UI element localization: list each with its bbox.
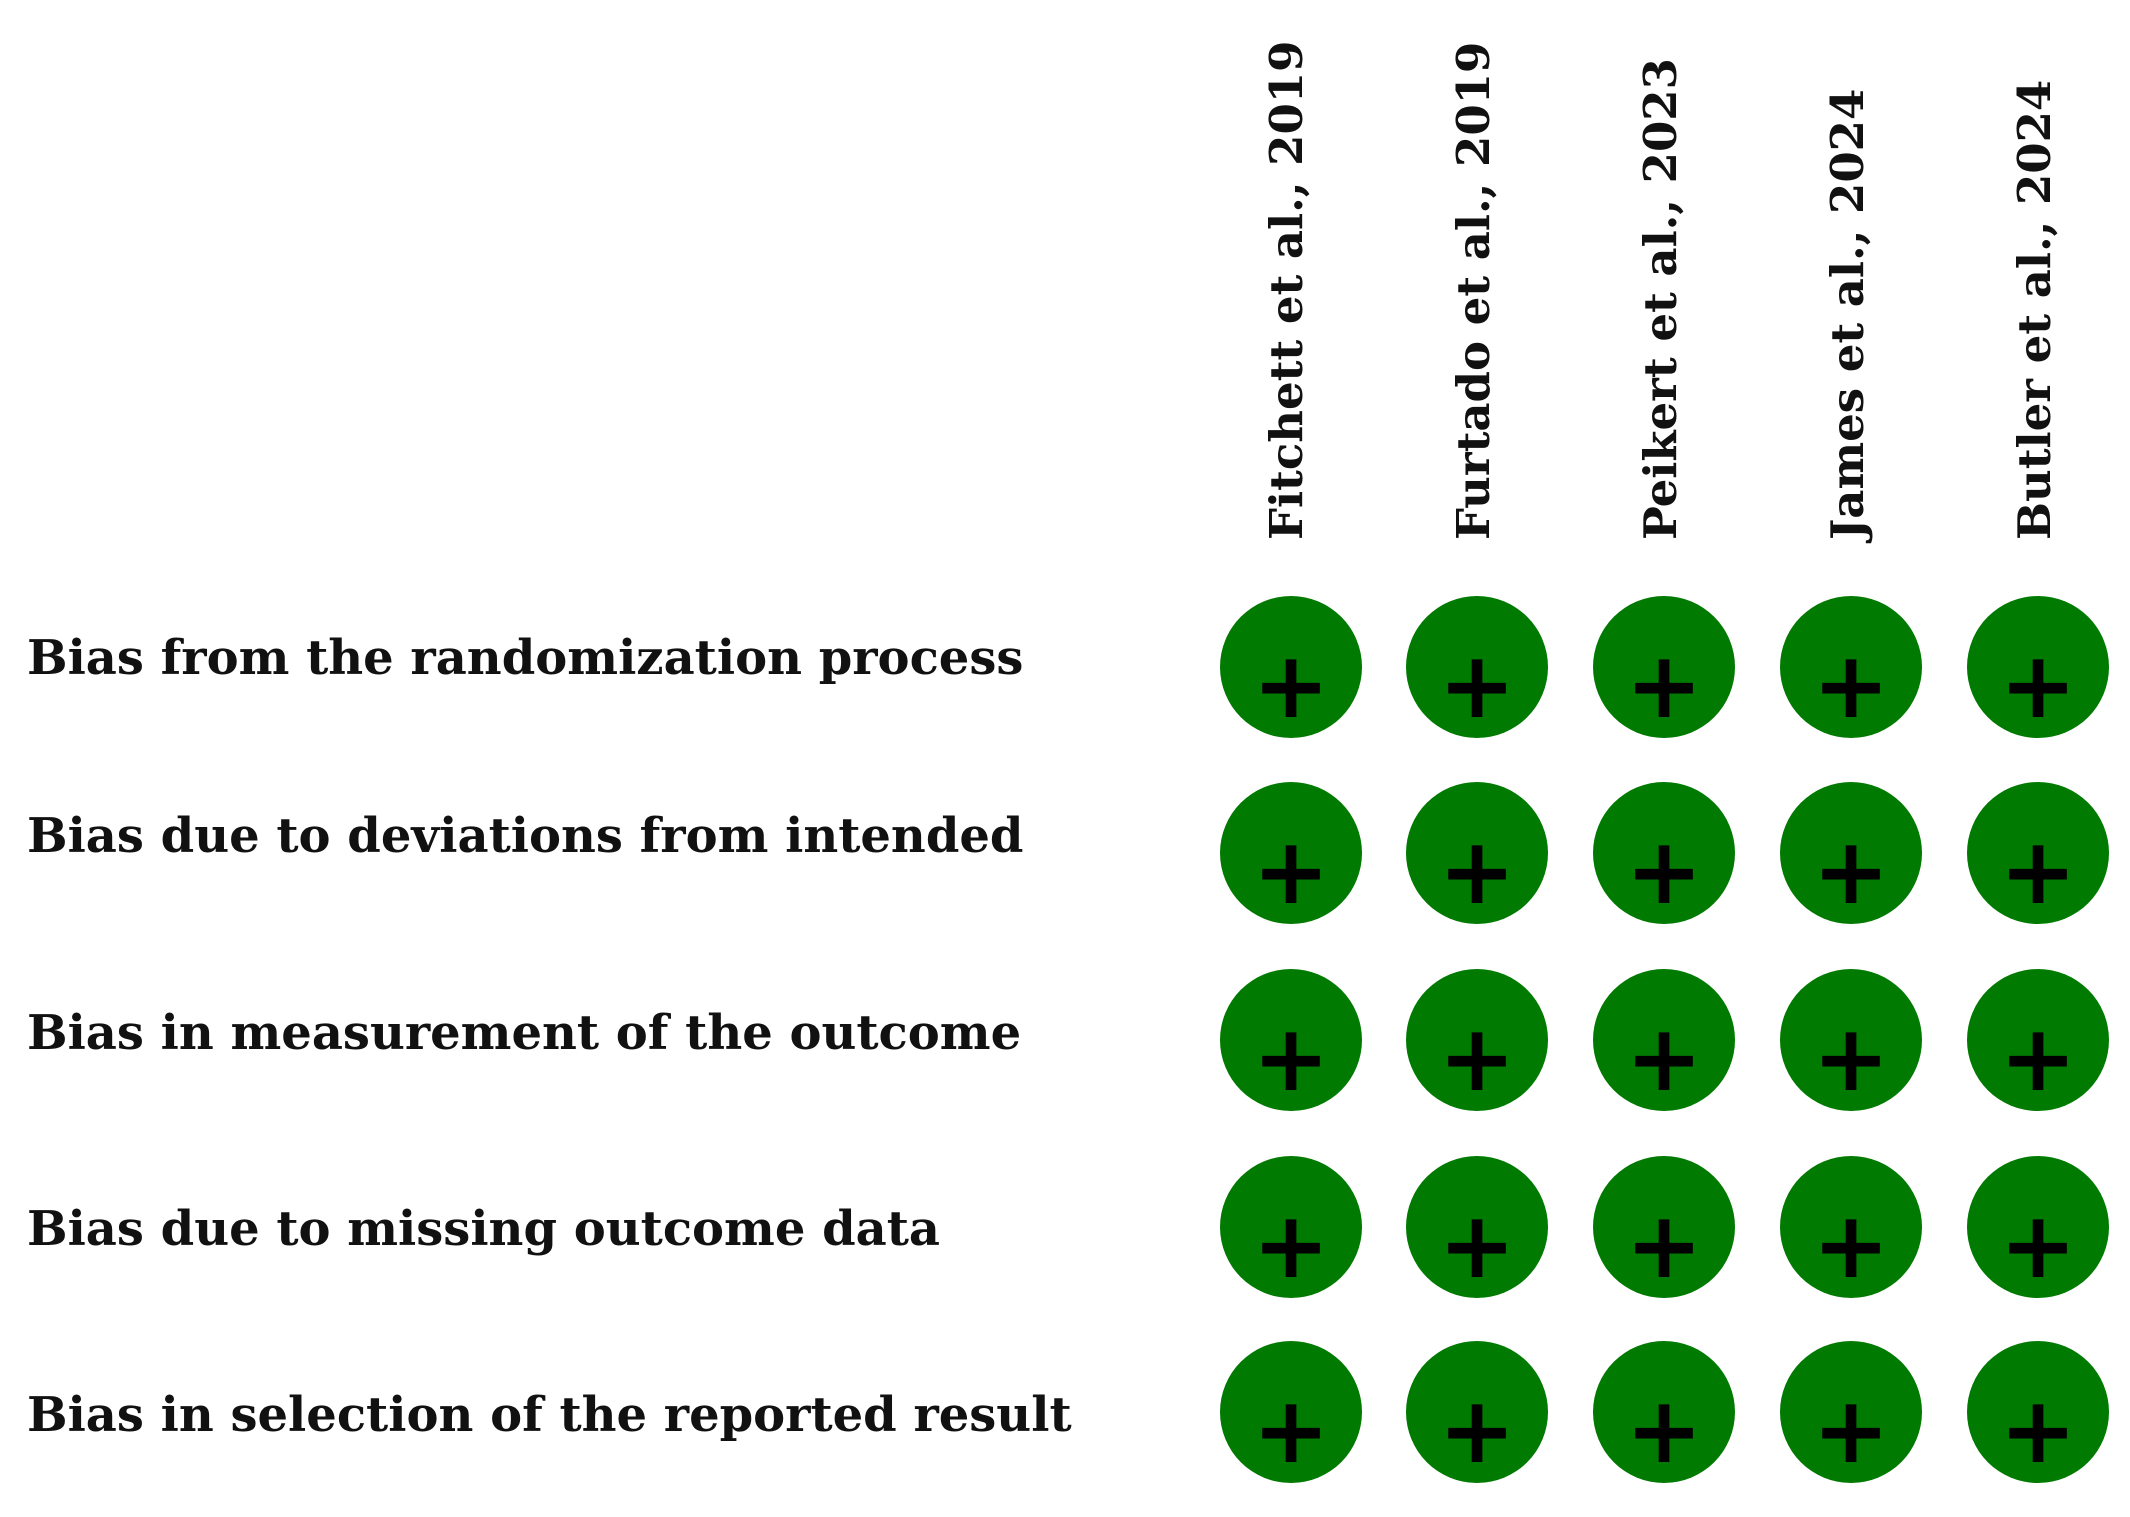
judgement-low-risk: + (1593, 1156, 1735, 1299)
judgement-symbol: + (1438, 818, 1515, 925)
judgement-symbol: + (1812, 818, 1889, 925)
judgement-circle (1780, 969, 1922, 1111)
judgement-circle (1220, 969, 1362, 1111)
domain-label-measurement: Bias in measurement of the outcome (27, 1005, 1022, 1061)
judgement-symbol: + (1625, 1192, 1702, 1299)
judgement-symbol: + (1252, 818, 1329, 925)
judgement-low-risk: + (1220, 782, 1362, 925)
judgement-symbol: + (1812, 1005, 1889, 1112)
judgement-low-risk: + (1406, 1156, 1548, 1299)
judgement-circle (1967, 1156, 2109, 1298)
judgement-low-risk: + (1967, 782, 2109, 925)
judgement-low-risk: + (1406, 782, 1548, 925)
judgement-circle (1780, 1156, 1922, 1298)
judgement-symbol: + (1999, 632, 2076, 739)
judgement-low-risk: + (1780, 1341, 1922, 1484)
judgement-symbol: + (1625, 1377, 1702, 1484)
judgement-low-risk: + (1593, 782, 1735, 925)
judgement-symbol: + (1438, 1192, 1515, 1299)
judgement-symbol: + (1252, 632, 1329, 739)
judgement-symbol: + (1812, 1192, 1889, 1299)
judgement-low-risk: + (1780, 969, 1922, 1112)
judgement-circle (1220, 782, 1362, 924)
judgement-symbol: + (1999, 1005, 2076, 1112)
judgement-circle (1406, 596, 1548, 738)
judgement-symbol: + (1625, 632, 1702, 739)
judgement-circle (1593, 782, 1735, 924)
judgement-circle (1967, 1341, 2109, 1483)
judgement-low-risk: + (1220, 1156, 1362, 1299)
domain-label-randomization: Bias from the randomization process (27, 630, 1024, 686)
judgement-circle (1220, 596, 1362, 738)
judgement-circle (1406, 1156, 1548, 1298)
judgement-circle (1593, 596, 1735, 738)
judgement-low-risk: + (1967, 969, 2109, 1112)
judgement-low-risk: + (1220, 596, 1362, 739)
judgement-symbol: + (1438, 1005, 1515, 1112)
judgement-symbol: + (1999, 1377, 2076, 1484)
judgement-circle (1406, 782, 1548, 924)
judgement-circle (1406, 1341, 1548, 1483)
judgement-circle (1967, 782, 2109, 924)
judgement-low-risk: + (1780, 1156, 1922, 1299)
judgement-symbol: + (1999, 818, 2076, 925)
judgement-symbol: + (1999, 1192, 2076, 1299)
judgement-circle (1780, 596, 1922, 738)
judgement-low-risk: + (1406, 1341, 1548, 1484)
judgement-low-risk: + (1967, 1341, 2109, 1484)
judgement-low-risk: + (1780, 782, 1922, 925)
judgement-circle (1593, 969, 1735, 1111)
judgement-circle (1220, 1156, 1362, 1298)
judgement-symbol: + (1438, 632, 1515, 739)
judgement-symbol: + (1252, 1005, 1329, 1112)
judgement-low-risk: + (1780, 596, 1922, 739)
domain-label-missing-data: Bias due to missing outcome data (27, 1201, 941, 1257)
judgement-symbol: + (1252, 1377, 1329, 1484)
judgement-low-risk: + (1220, 969, 1362, 1112)
domain-label-deviations: Bias due to deviations from intended (27, 808, 1024, 864)
judgement-symbol: + (1252, 1192, 1329, 1299)
judgement-low-risk: + (1967, 1156, 2109, 1299)
judgement-low-risk: + (1406, 969, 1548, 1112)
judgement-symbol: + (1625, 818, 1702, 925)
judgement-symbol: + (1438, 1377, 1515, 1484)
judgement-low-risk: + (1593, 1341, 1735, 1484)
judgement-circle (1780, 782, 1922, 924)
judgement-symbol: + (1812, 1377, 1889, 1484)
judgement-low-risk: + (1406, 596, 1548, 739)
judgement-circle (1593, 1156, 1735, 1298)
judgement-circle (1967, 969, 2109, 1111)
judgement-circle (1967, 596, 2109, 738)
judgement-low-risk: + (1220, 1341, 1362, 1484)
judgement-low-risk: + (1967, 596, 2109, 739)
judgement-circle (1780, 1341, 1922, 1483)
judgement-circle (1406, 969, 1548, 1111)
judgement-symbol: + (1625, 1005, 1702, 1112)
judgement-low-risk: + (1593, 969, 1735, 1112)
judgement-symbol: + (1812, 632, 1889, 739)
judgement-circle (1220, 1341, 1362, 1483)
domain-label-selection: Bias in selection of the reported result (27, 1387, 1072, 1443)
judgement-low-risk: + (1593, 596, 1735, 739)
judgement-circle (1593, 1341, 1735, 1483)
